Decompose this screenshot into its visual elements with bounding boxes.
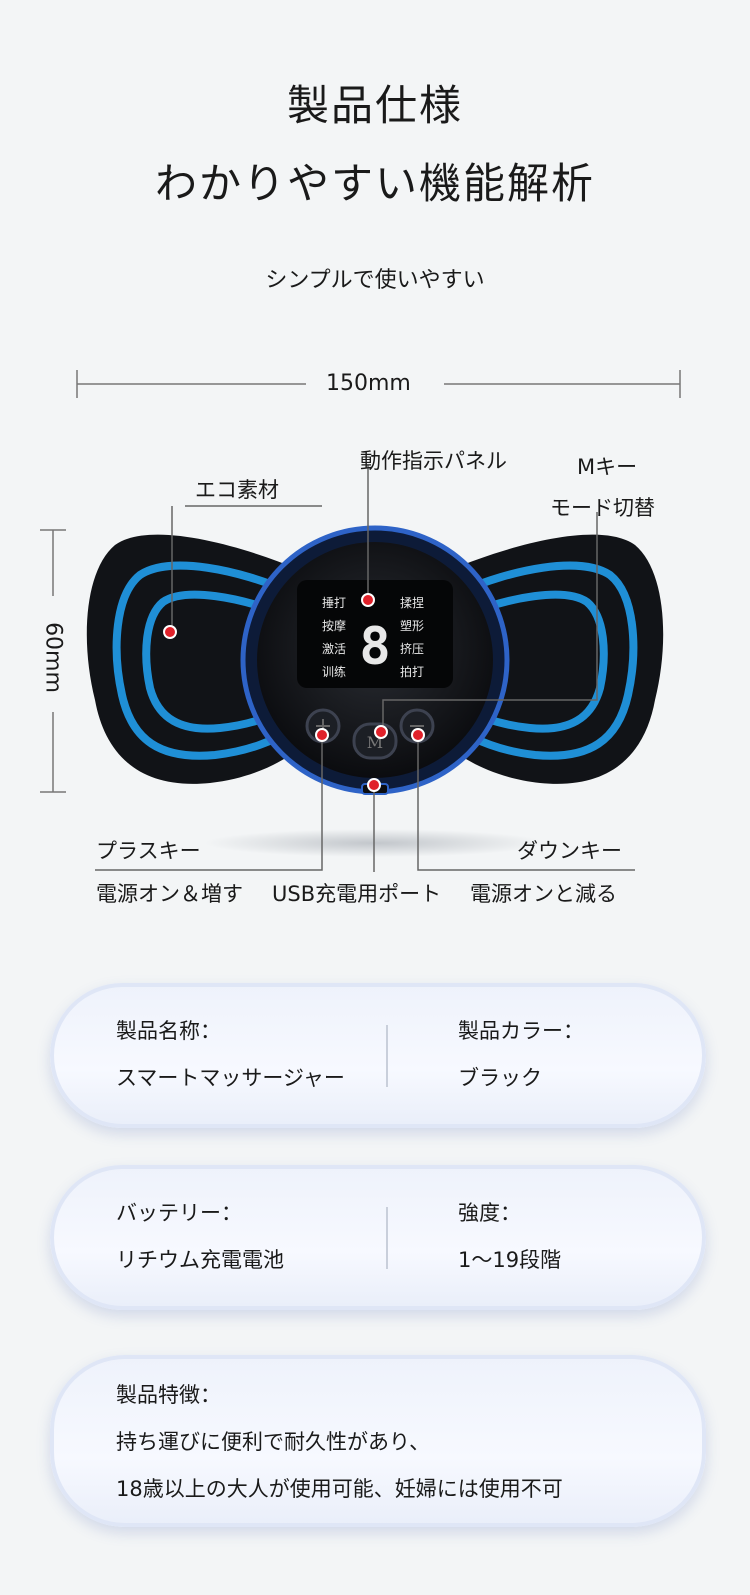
left-wing [86,534,300,784]
spec-value-intensity: 1～19段階 [458,1248,562,1272]
spec-label-intensity: 強度： [458,1201,521,1225]
spec-card-1: 製品名称： スマートマッサージャー 製品カラー： ブラック [50,983,706,1128]
mode-left-4: 训练 [322,664,346,679]
page-title-2: わかりやすい機能解析 [154,159,595,208]
callout-lines [95,465,635,872]
mode-left-2: 按摩 [322,618,346,633]
mode-left-1: 捶打 [322,596,346,610]
plus-button[interactable] [305,708,341,744]
callout-eco-material: エコ素材 [195,478,279,502]
mode-right-3: 挤压 [400,641,424,656]
height-dimension [40,529,66,793]
spec-card-2: バッテリー： リチウム充電電池 強度： 1～19段階 [50,1165,706,1310]
mode-right-2: 塑形 [400,618,424,633]
callout-down-key: ダウンキー [517,839,622,863]
mode-right-4: 拍打 [400,664,424,679]
spec-value-color: ブラック [458,1066,542,1090]
spec-divider [386,1207,388,1269]
spec-label-battery: バッテリー： [116,1201,242,1225]
callout-usb: USB充電用ポート [272,882,442,906]
callout-down-desc: 電源オンと減る [470,882,617,906]
mode-right-1: 揉捏 [400,595,424,610]
display-digit: 8 [359,617,390,677]
width-label: 150mm [326,371,411,396]
page-title-1: 製品仕様 [286,81,463,130]
features-label: 製品特徴： [116,1383,221,1407]
spec-value-name: スマートマッサージャー [116,1066,345,1090]
features-line-2: 18歳以上の大人が使用可能、妊婦には使用不可 [116,1477,563,1501]
spec-divider [386,1025,388,1087]
right-wing [450,534,664,784]
callout-m-key: Mキー [577,455,638,479]
spec-value-battery: リチウム充電電池 [116,1248,284,1272]
mode-left-3: 激活 [322,642,346,656]
callout-mode-switch: モード切替 [550,496,655,520]
features-card: 製品特徴： 持ち運びに便利で耐久性があり、 18歳以上の大人が使用可能、妊婦には… [50,1355,706,1527]
width-dimension [76,370,681,398]
page-subtitle: シンプルで使いやすい [265,268,485,293]
callout-plus-desc: 電源オン＆増す [96,882,243,906]
callout-panel: 動作指示パネル [360,449,507,473]
spec-label-color: 製品カラー： [458,1019,584,1043]
product-diagram: 捶打 按摩 激活 训练 揉捏 塑形 挤压 拍打 8 M [40,370,681,872]
callout-dots [163,593,425,792]
minus-button[interactable] [399,708,435,744]
callout-plus-key: プラスキー [96,839,201,863]
spec-label-name: 製品名称： [116,1019,221,1043]
features-line-1: 持ち運びに便利で耐久性があり、 [116,1430,431,1454]
height-label: 60mm [40,622,66,693]
